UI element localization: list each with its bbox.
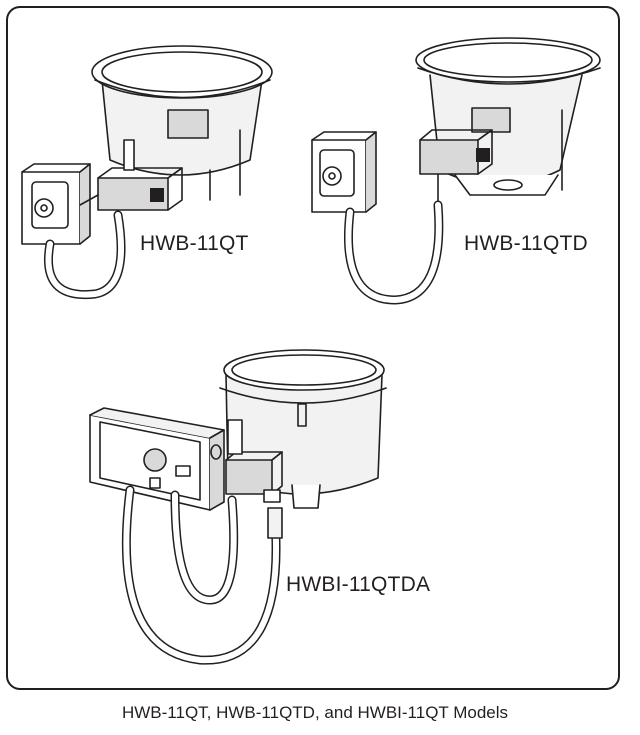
unit-hwbi-11qtda-drawing: [89, 349, 387, 665]
control-bracket: [225, 419, 283, 503]
model-label-hwb-11qt: HWB-11QT: [140, 232, 249, 255]
conduit-hose: [343, 200, 444, 305]
unit-hwb-11qt-drawing: [21, 45, 273, 300]
control-bracket: [419, 129, 493, 206]
thermostat-box: [21, 163, 99, 245]
conduit-hose: [44, 210, 126, 300]
well-body: [91, 45, 273, 201]
figure-caption: HWB-11QT, HWB-11QTD, and HWBI-11QT Model…: [121, 703, 509, 722]
conduit-hose: [121, 485, 283, 665]
model-label-hwb-11qtd: HWB-11QTD: [464, 232, 588, 255]
control-bracket: [97, 139, 183, 211]
control-panel: [89, 407, 225, 511]
thermostat-box: [311, 131, 377, 213]
unit-hwb-11qtd-drawing: [311, 37, 601, 305]
model-label-hwbi-11qtda: HWBI-11QTDA: [286, 573, 431, 596]
